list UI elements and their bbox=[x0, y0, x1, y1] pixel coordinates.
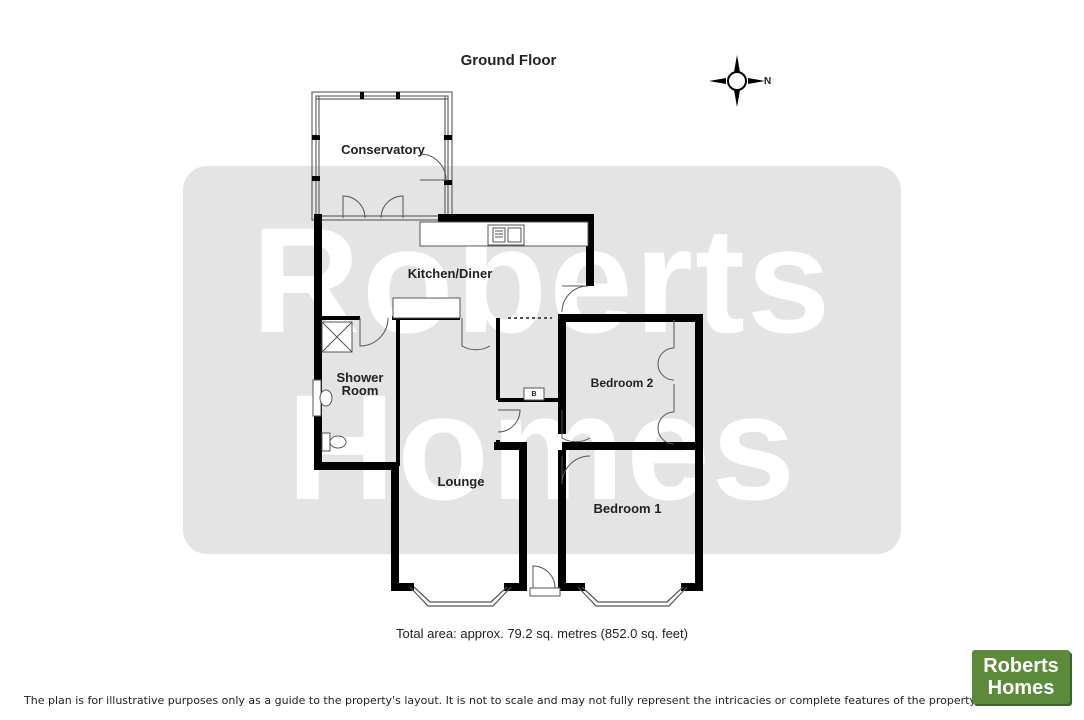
bedroom1-bay-window bbox=[577, 586, 688, 607]
conservatory-mullions bbox=[312, 92, 452, 185]
room-label-bedroom1: Bedroom 1 bbox=[593, 501, 662, 516]
disclaimer-text: The plan is for illustrative purposes on… bbox=[24, 694, 978, 707]
floor-title: Ground Floor bbox=[460, 52, 557, 69]
kitchen-worktop bbox=[392, 221, 589, 319]
room-label-kitchen-diner: Kitchen/Diner bbox=[407, 266, 493, 281]
company-logo: Roberts Homes bbox=[972, 650, 1070, 704]
wash-basin bbox=[319, 389, 333, 407]
conservatory-walls bbox=[311, 91, 453, 221]
boiler-label: B bbox=[531, 391, 537, 398]
logo-line2: Homes bbox=[987, 677, 1055, 699]
front-door bbox=[529, 565, 561, 597]
lounge-bay-window bbox=[409, 586, 512, 607]
shower-tray bbox=[321, 321, 353, 353]
external-walls bbox=[314, 214, 703, 591]
compass-icon bbox=[709, 55, 765, 107]
kitchen-sink-drainer bbox=[495, 230, 503, 238]
door-swings bbox=[342, 153, 675, 485]
boiler-cupboard bbox=[523, 387, 545, 401]
logo-line1: Roberts bbox=[983, 655, 1059, 677]
compass-label: N bbox=[764, 76, 772, 87]
room-label-shower-room-line1: Shower bbox=[336, 370, 384, 385]
room-label-lounge: Lounge bbox=[437, 474, 485, 489]
total-area-text: Total area: approx. 79.2 sq. metres (852… bbox=[396, 626, 688, 641]
room-label-shower-room-line2: Room bbox=[341, 383, 379, 398]
room-label-bedroom2: Bedroom 2 bbox=[590, 376, 654, 390]
toilet bbox=[321, 432, 347, 452]
room-label-conservatory: Conservatory bbox=[341, 142, 425, 157]
